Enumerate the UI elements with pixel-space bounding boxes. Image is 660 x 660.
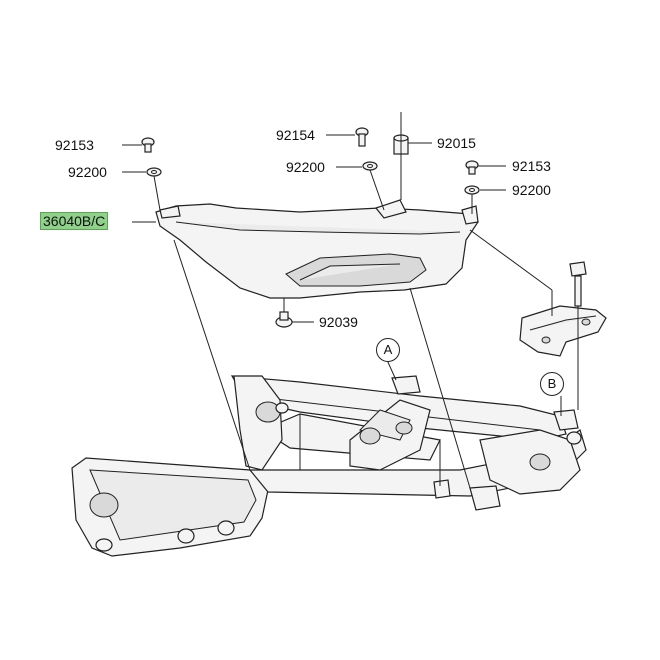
- label-collar-92015: 92015: [437, 135, 476, 151]
- callout-a: A: [376, 338, 400, 362]
- bracket-part: [519, 261, 607, 357]
- callout-b: B: [540, 372, 564, 396]
- label-washer-92200-right: 92200: [512, 182, 551, 198]
- leader-lines: [122, 112, 579, 489]
- label-grommet-92039: 92039: [319, 314, 358, 330]
- label-washer-92200-left: 92200: [68, 164, 107, 180]
- label-screw-92154: 92154: [276, 127, 315, 143]
- label-screw-92153-left: 92153: [55, 137, 94, 153]
- side-cover-part: [155, 199, 479, 299]
- subframe: [71, 375, 587, 557]
- label-side-cover-36040: 36040B/C: [40, 212, 109, 230]
- fasteners: [141, 127, 480, 328]
- label-washer-92200-mid: 92200: [286, 159, 325, 175]
- label-screw-92153-right: 92153: [512, 158, 551, 174]
